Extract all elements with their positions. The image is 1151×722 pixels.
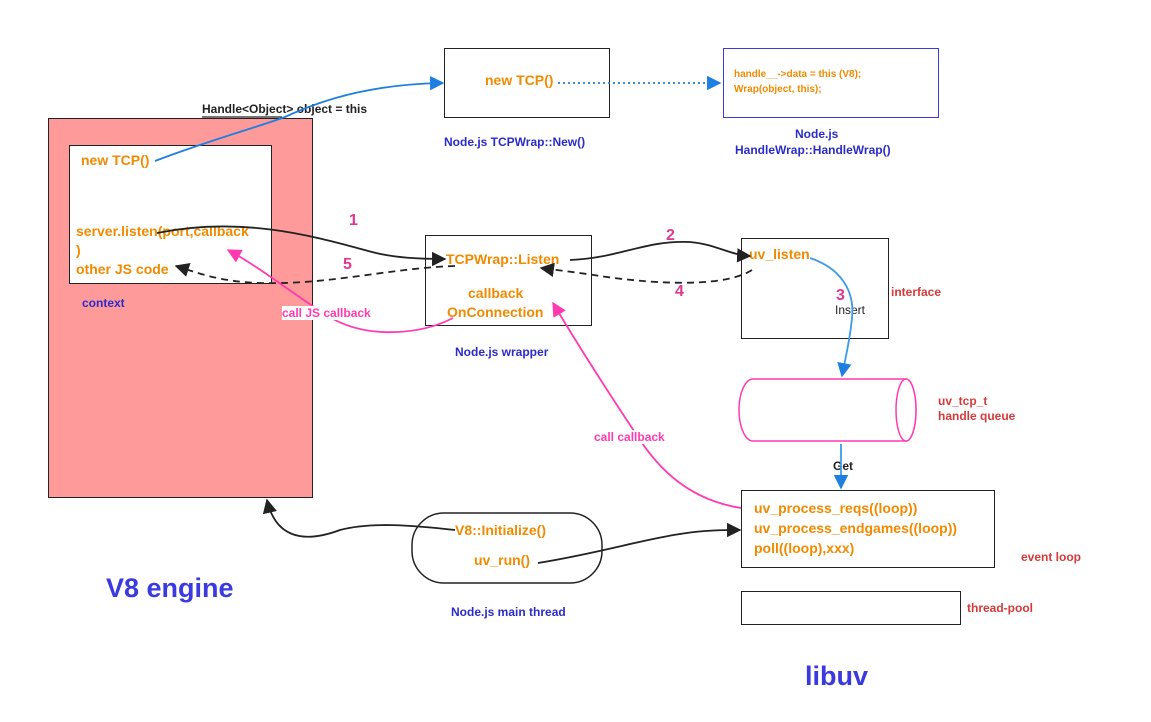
handlewrap-box bbox=[723, 48, 939, 118]
interface-box bbox=[741, 238, 889, 339]
uv-run: uv_run() bbox=[474, 552, 530, 568]
step-5-label: 5 bbox=[343, 256, 352, 273]
step-4-label: 4 bbox=[675, 283, 684, 300]
step-1-label: 1 bbox=[349, 212, 358, 229]
arrow-step5 bbox=[174, 263, 456, 285]
wrapper-callback: callback bbox=[468, 285, 524, 301]
event-loop-line3: poll((loop),xxx) bbox=[754, 540, 855, 556]
arrow-step1 bbox=[156, 225, 447, 267]
wrapper-onconnection: OnConnection bbox=[447, 304, 544, 320]
arrow-step4 bbox=[539, 262, 753, 284]
queue-caption-1: uv_tcp_t bbox=[938, 394, 988, 408]
insert-label: Insert bbox=[835, 303, 866, 317]
tcpwrap-new-caption: Node.js TCPWrap::New() bbox=[444, 135, 586, 149]
event-loop-caption: event loop bbox=[1021, 550, 1082, 564]
new-tcp-js: new TCP() bbox=[81, 152, 150, 168]
handlewrap-caption-2: HandleWrap::HandleWrap() bbox=[735, 143, 891, 157]
tcpwrap-listen: TCPWrap::Listen bbox=[446, 251, 560, 267]
event-loop-box bbox=[741, 490, 995, 568]
arrow-call-js-callback bbox=[226, 249, 454, 334]
event-loop-line2: uv_process_endgames((loop)) bbox=[754, 520, 958, 536]
call-js-callback-label: call JS callback bbox=[282, 306, 371, 320]
handlewrap-line2: Wrap(object, this); bbox=[734, 84, 822, 95]
interface-caption: interface bbox=[891, 285, 942, 299]
v8-engine-title: V8 engine bbox=[106, 573, 234, 603]
queue-caption-2: handle queue bbox=[938, 409, 1016, 423]
event-loop-line1: uv_process_reqs((loop)) bbox=[754, 500, 918, 516]
arrow-v8-initialize bbox=[262, 498, 456, 538]
v8-initialize: V8::Initialize() bbox=[455, 522, 547, 538]
tcpwrap-new-box bbox=[444, 48, 610, 118]
main-thread-caption: Node.js main thread bbox=[451, 605, 566, 619]
handlewrap-caption-1: Node.js bbox=[795, 127, 839, 141]
arrow-step2 bbox=[569, 240, 752, 263]
arrow-call-callback bbox=[552, 301, 742, 509]
arrow-new-tcp bbox=[154, 76, 445, 162]
handle-object-label: Handle<Object> object = this bbox=[202, 102, 368, 116]
wrapper-caption: Node.js wrapper bbox=[455, 345, 549, 359]
server-listen-line2: ) bbox=[76, 242, 81, 258]
tcpwrap-new-tcp: new TCP() bbox=[485, 72, 554, 88]
uv-listen: uv_listen bbox=[749, 246, 810, 262]
get-label: Get bbox=[833, 459, 854, 473]
handlewrap-line1: handle__->data = this (V8); bbox=[734, 69, 862, 80]
call-callback-label: call callback bbox=[594, 430, 665, 444]
handle-queue-cylinder bbox=[738, 378, 917, 442]
thread-pool-caption: thread-pool bbox=[967, 601, 1033, 615]
arrow-uv-run bbox=[537, 522, 742, 564]
main-thread-shape bbox=[411, 512, 603, 584]
step-2-label: 2 bbox=[666, 227, 675, 244]
libuv-title: libuv bbox=[805, 661, 869, 691]
arrow-step3-insert bbox=[809, 257, 854, 378]
thread-pool-box bbox=[741, 591, 961, 625]
step-3-label: 3 bbox=[836, 287, 845, 304]
other-js-code: other JS code bbox=[76, 261, 169, 277]
context-label: context bbox=[82, 296, 125, 310]
